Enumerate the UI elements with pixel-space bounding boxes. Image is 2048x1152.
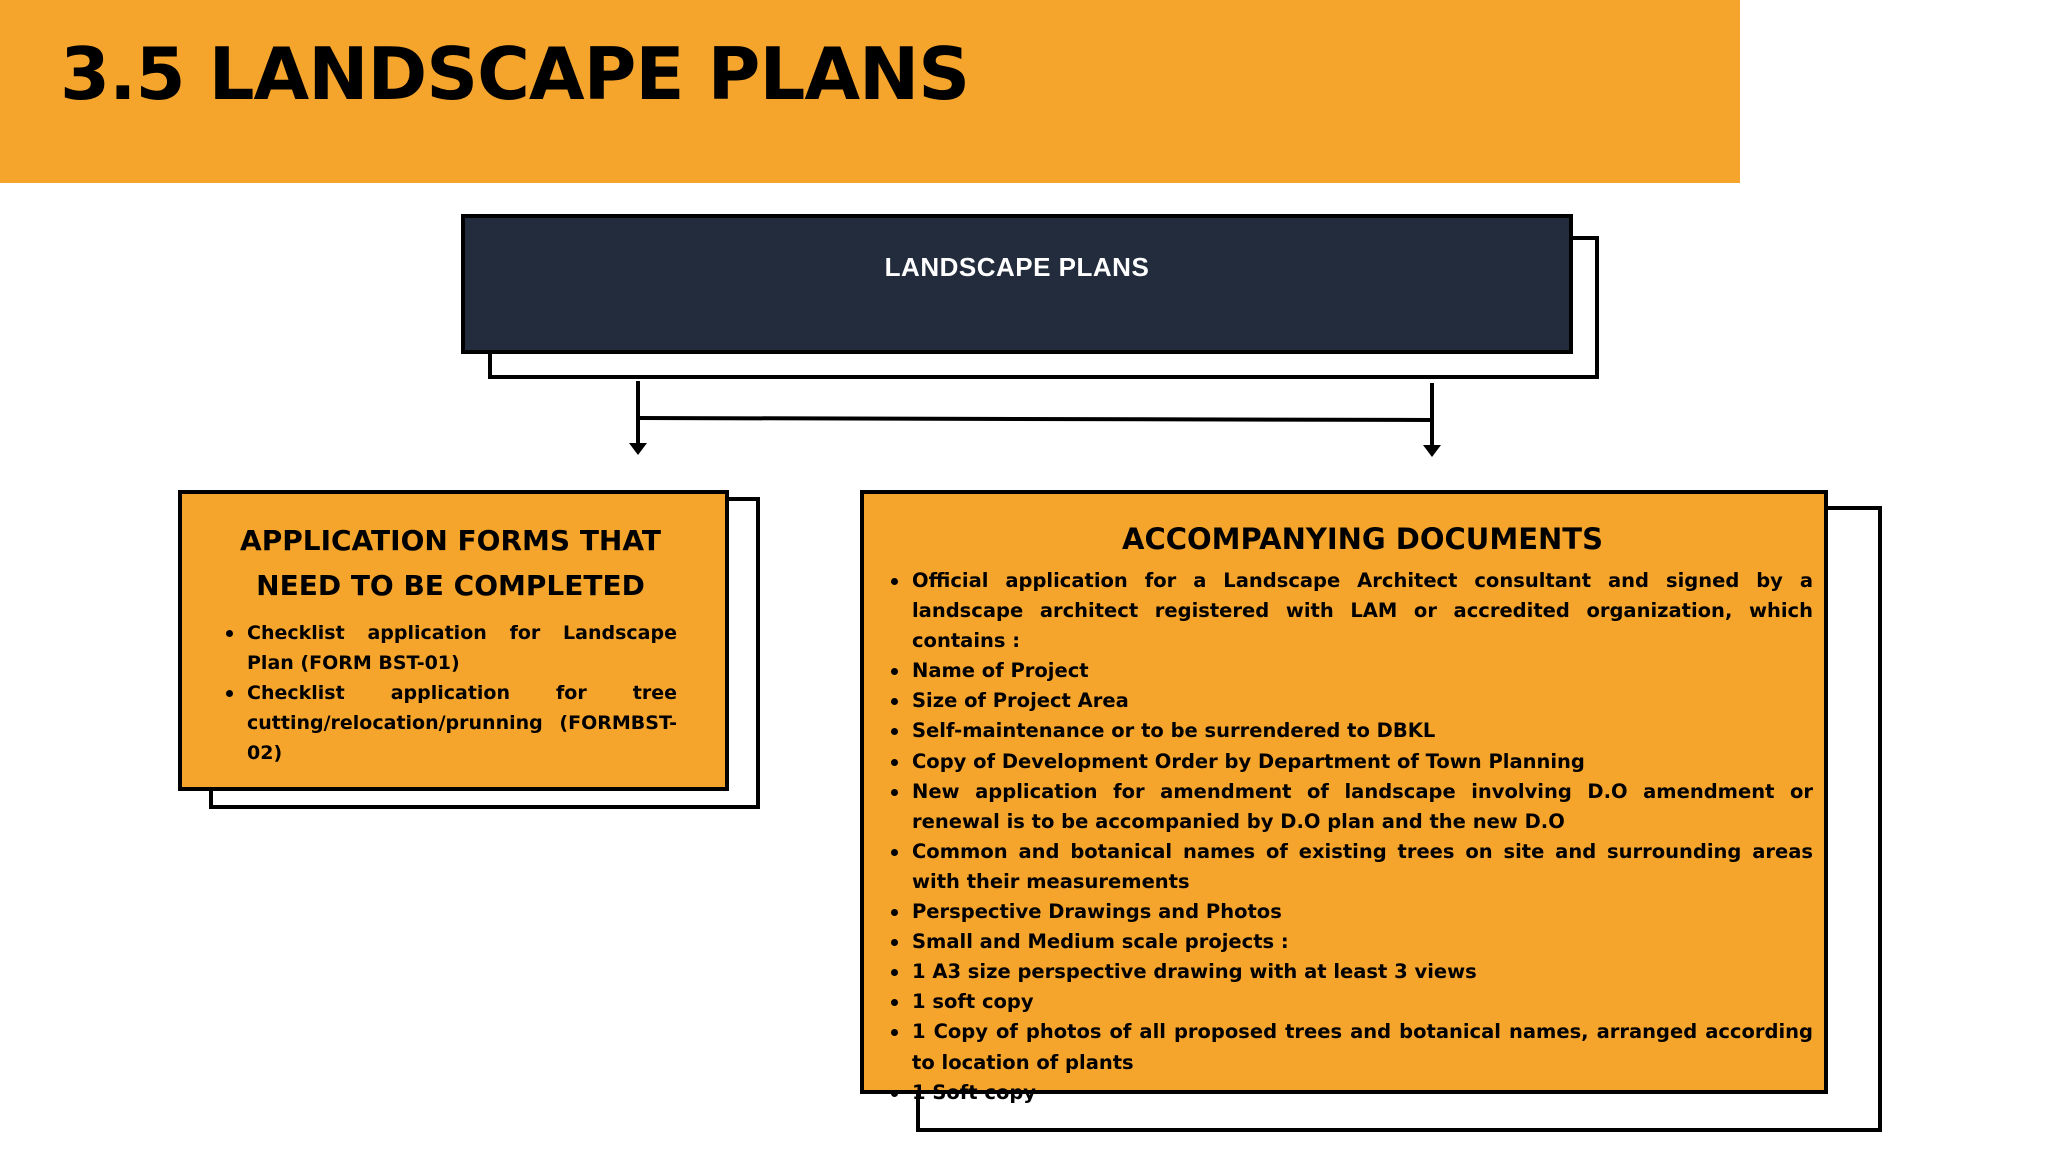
accompanying-documents-node: ACCOMPANYING DOCUMENTS Official applicat… <box>860 490 1828 1104</box>
arrowhead-right <box>1423 445 1441 457</box>
list-item: 1 soft copy <box>891 987 1813 1017</box>
application-forms-node: APPLICATION FORMS THAT NEED TO BE COMPLE… <box>178 490 729 791</box>
list-item: Perspective Drawings and Photos <box>891 897 1813 927</box>
page-title: 3.5 LANDSCAPE PLANS <box>60 32 970 116</box>
list-item: New application for amendment of landsca… <box>891 777 1813 837</box>
application-forms-heading: APPLICATION FORMS THAT NEED TO BE COMPLE… <box>240 524 661 602</box>
list-item: 1 Copy of photos of all proposed trees a… <box>891 1017 1813 1077</box>
list-item: 1 Soft copy <box>891 1078 1813 1108</box>
title-banner <box>0 0 1740 183</box>
application-forms-list: Checklist application for Landscape Plan… <box>224 618 677 768</box>
list-item: Official application for a Landscape Arc… <box>891 566 1813 656</box>
list-item: Size of Project Area <box>891 686 1813 716</box>
root-node-label: LANDSCAPE PLANS <box>884 252 1150 282</box>
arrowhead-left <box>629 443 647 455</box>
list-item: Common and botanical names of existing t… <box>891 837 1813 897</box>
connector-horizontal <box>637 416 1433 422</box>
accompanying-documents-list: Official application for a Landscape Arc… <box>891 566 1813 1108</box>
list-item: Small and Medium scale projects : <box>891 927 1813 957</box>
accompanying-documents-heading: ACCOMPANYING DOCUMENTS <box>1122 522 1603 556</box>
list-item: Checklist application for tree cutting/r… <box>226 678 677 768</box>
list-item: Self-maintenance or to be surrendered to… <box>891 716 1813 746</box>
root-node: LANDSCAPE PLANS <box>461 214 1573 354</box>
list-item: Copy of Development Order by Department … <box>891 747 1813 777</box>
list-item: Name of Project <box>891 656 1813 686</box>
list-item: Checklist application for Landscape Plan… <box>226 618 677 678</box>
list-item: 1 A3 size perspective drawing with at le… <box>891 957 1813 987</box>
